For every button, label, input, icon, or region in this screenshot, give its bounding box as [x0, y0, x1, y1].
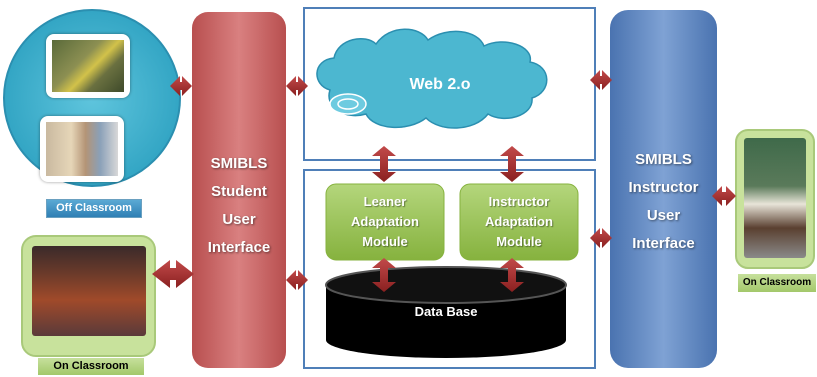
instructor-module-line-1: Instructor — [488, 194, 550, 209]
instructor-interface-line-2: Instructor — [628, 179, 699, 196]
arrow-on-left-to-student — [152, 260, 194, 288]
instructor-module-box — [459, 183, 579, 261]
instructor-interface-line-4: Interface — [632, 235, 695, 252]
lecture-hall-image — [32, 246, 146, 336]
arrow-cloud-to-instructor-module — [500, 146, 524, 182]
web-cloud-label: Web 2.o — [409, 76, 471, 93]
arrow-web-to-instructor — [590, 70, 612, 90]
instructor-interface-text: SMIBLS Instructor User Interface — [610, 146, 717, 258]
student-interface-line-2: Student — [211, 183, 267, 200]
student-phone-image — [46, 122, 118, 176]
on-classroom-right-label: On Classroom — [738, 274, 816, 292]
arrow-system-to-instructor — [590, 228, 612, 248]
learner-module-text: Leaner Adaptation Module — [326, 192, 444, 252]
arrow-instructor-module-to-db — [500, 258, 524, 292]
arrow-cloud-to-learner — [372, 146, 396, 182]
arrow-off-to-student — [170, 76, 192, 96]
database-top — [325, 266, 567, 304]
instructor-module-text: Instructor Adaptation Module — [460, 192, 578, 252]
on-classroom-left-label: On Classroom — [38, 358, 144, 375]
arrow-student-to-web — [286, 76, 308, 96]
learner-module-line-2: Adaptation — [351, 214, 419, 229]
instructor-interface-pillar — [610, 10, 717, 368]
web-cloud — [316, 28, 548, 129]
instructor-laptop-image — [744, 138, 806, 258]
learner-module-line-3: Module — [362, 234, 408, 249]
instructor-module-line-3: Module — [496, 234, 542, 249]
student-interface-line-4: Interface — [207, 239, 271, 256]
arrow-learner-to-db — [372, 258, 396, 292]
student-interface-pillar — [192, 12, 286, 368]
instructor-interface-line-3: User — [646, 207, 681, 224]
student-interface-line-1: SMIBLS — [210, 155, 268, 172]
off-classroom-photo-bench — [46, 34, 130, 98]
off-classroom-label: Off Classroom — [46, 199, 142, 218]
student-interface-text: SMIBLS Student User Interface — [192, 150, 286, 262]
arrow-instructor-to-on-right — [712, 186, 736, 206]
instructor-module-line-2: Adaptation — [485, 214, 553, 229]
database-label: Data Base — [414, 304, 478, 319]
instructor-interface-line-1: SMIBLS — [635, 151, 692, 168]
learner-module-line-1: Leaner — [363, 194, 407, 209]
database-body — [326, 285, 566, 358]
bench-image — [52, 40, 124, 92]
off-classroom-photo-student — [40, 116, 124, 182]
student-interface-line-3: User — [222, 211, 256, 228]
arrow-student-to-system — [286, 270, 308, 290]
